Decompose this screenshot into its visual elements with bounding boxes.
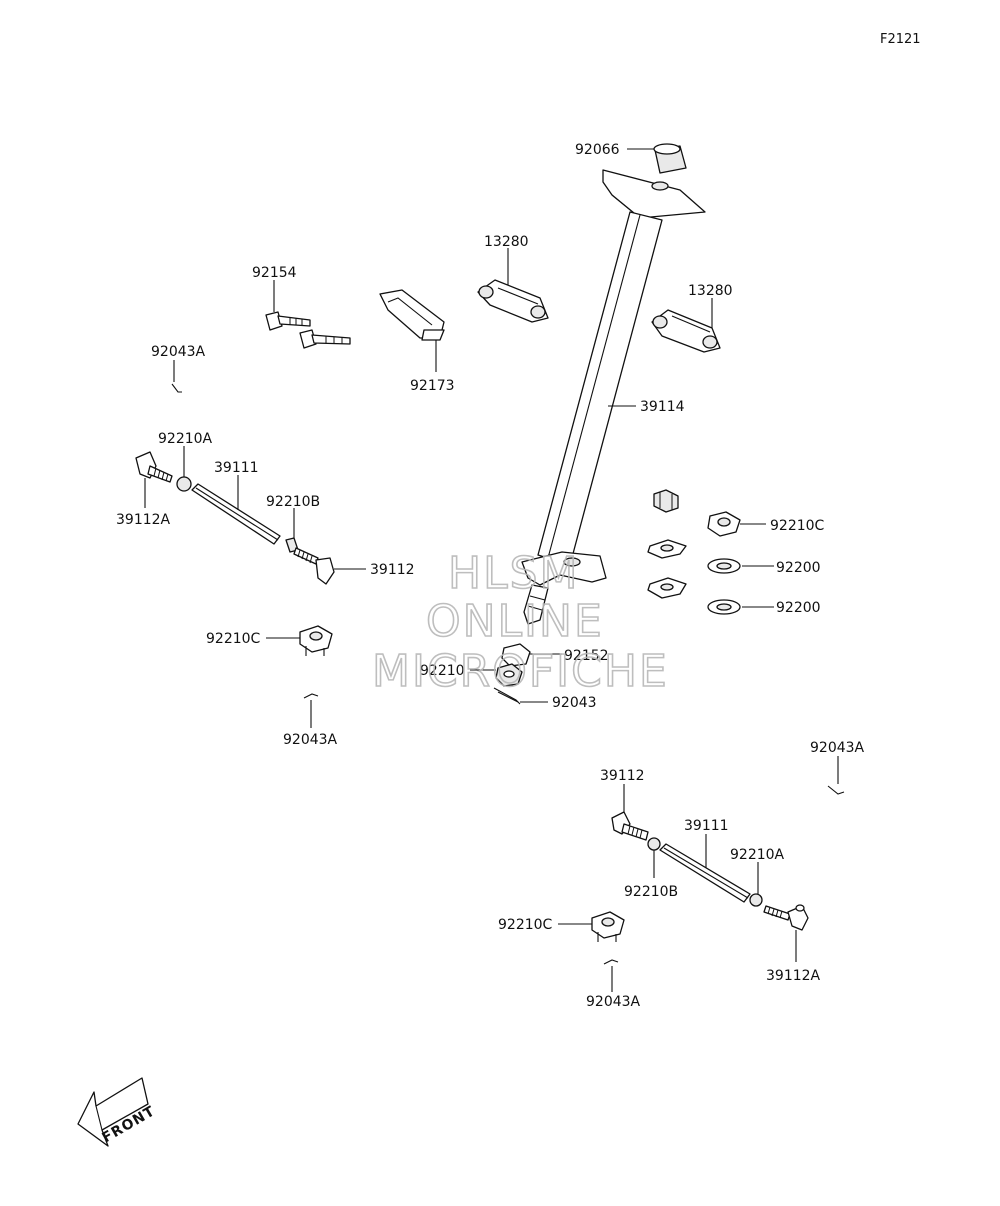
part-92210A-nut-right[interactable] — [749, 893, 763, 907]
label-92043A-bottom: 92043A — [586, 994, 641, 1010]
front-direction-arrow: FRONT — [77, 1077, 158, 1147]
watermark-line-2: ONLINE — [426, 596, 604, 647]
label-39112A-right: 39112A — [766, 968, 821, 984]
label-13280-left: 13280 — [484, 234, 529, 250]
watermark: HLSM ONLINE MICROFICHE — [371, 547, 669, 698]
part-steering-shaft[interactable] — [521, 169, 706, 625]
part-92210A-nut-left[interactable] — [176, 476, 192, 492]
label-92154: 92154 — [252, 265, 297, 281]
part-13280-holder-right[interactable] — [651, 309, 721, 353]
label-39111-left: 39111 — [214, 460, 259, 476]
label-92210C-left: 92210C — [206, 631, 261, 647]
part-39111-tie-rod-right[interactable] — [659, 843, 751, 903]
label-92210B-left: 92210B — [266, 494, 320, 510]
label-39112A-left: 39112A — [116, 512, 171, 528]
part-92210C-nut-left[interactable] — [299, 625, 333, 656]
watermark-line-3: MICROFICHE — [372, 646, 669, 697]
part-92152-collar[interactable] — [501, 643, 531, 667]
label-92210C-right: 92210C — [770, 518, 825, 534]
part-92043-pin[interactable] — [493, 687, 521, 705]
label-92200-b: 92200 — [776, 600, 821, 616]
part-92043A-pin-left[interactable] — [303, 693, 319, 699]
part-92066-cap[interactable] — [653, 143, 687, 174]
label-39111-right: 39111 — [684, 818, 729, 834]
part-92210C-nut-right[interactable] — [707, 511, 741, 537]
part-92043A-pin-bottom[interactable] — [603, 959, 619, 965]
part-39112A-tie-rod-end-right[interactable] — [763, 904, 809, 931]
label-92210C-bottom: 92210C — [498, 917, 553, 933]
label-92210A-right: 92210A — [730, 847, 785, 863]
label-92210: 92210 — [420, 663, 465, 679]
part-92210C-nut-bottom[interactable] — [591, 911, 625, 942]
label-92043: 92043 — [552, 695, 597, 711]
label-92066: 92066 — [575, 142, 620, 158]
label-92173: 92173 — [410, 378, 455, 394]
part-washer-left-a[interactable] — [647, 539, 687, 559]
label-39114: 39114 — [640, 399, 685, 415]
part-39112-tie-rod-end-left[interactable] — [293, 547, 335, 585]
part-39112-tie-rod-end-right[interactable] — [611, 811, 649, 841]
part-washer-left-b[interactable] — [647, 577, 687, 599]
part-castle-nut-top[interactable] — [653, 489, 679, 513]
part-13280-holder-left[interactable] — [477, 279, 549, 323]
part-92210-nut[interactable] — [495, 663, 523, 687]
part-92043A-pin-top[interactable] — [171, 383, 182, 393]
label-92200-a: 92200 — [776, 560, 821, 576]
diagram-ref: F2121 — [880, 32, 921, 47]
label-92043A-left: 92043A — [283, 732, 338, 748]
part-92173-bracket[interactable] — [379, 289, 445, 341]
part-92200-washer-b[interactable] — [707, 599, 741, 615]
label-39112-left: 39112 — [370, 562, 415, 578]
label-92210A-left: 92210A — [158, 431, 213, 447]
label-92043A-right: 92043A — [810, 740, 865, 756]
watermark-line-1: HLSM — [448, 548, 580, 599]
label-92210B-right: 92210B — [624, 884, 678, 900]
part-92210B-nut-right[interactable] — [647, 837, 661, 851]
label-13280-right: 13280 — [688, 283, 733, 299]
part-92154-bolts[interactable] — [265, 311, 351, 349]
part-92043A-pin-right[interactable] — [827, 785, 845, 795]
label-39112-right: 39112 — [600, 768, 645, 784]
part-39111-tie-rod-left[interactable] — [191, 483, 281, 545]
label-92043A-top: 92043A — [151, 344, 206, 360]
part-39112A-tie-rod-end-left[interactable] — [135, 451, 173, 483]
part-92200-washer-a[interactable] — [707, 558, 741, 574]
label-92152: 92152 — [564, 648, 609, 664]
